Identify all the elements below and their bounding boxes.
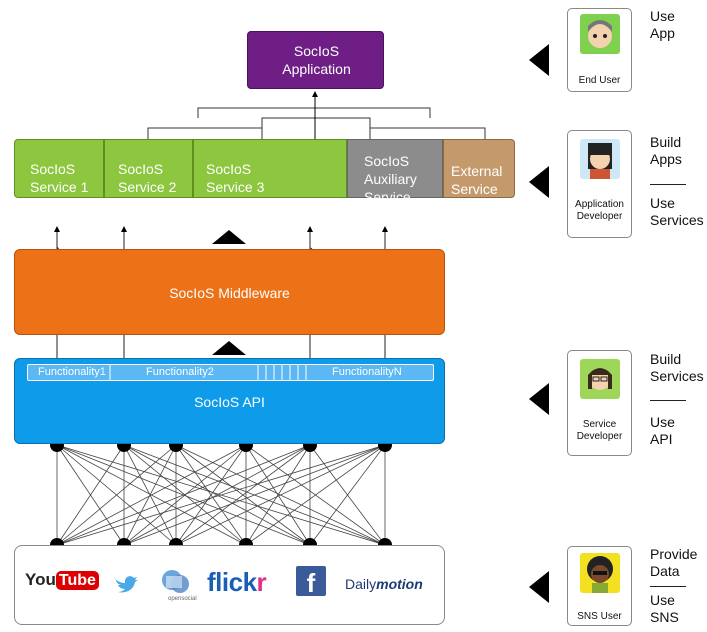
end-user-label: End User: [578, 75, 621, 86]
auxiliary-service-box: [347, 139, 443, 198]
api-label: SocIoS API: [194, 394, 265, 410]
service-2-box: [104, 139, 193, 198]
service-developer-card: Service Developer: [567, 350, 632, 456]
application-developer-label: Application Developer: [575, 199, 624, 222]
app-bracket: [147, 107, 486, 139]
service-developer-use: Use API: [650, 414, 675, 447]
functionality-n-label: FunctionalityN: [332, 366, 402, 378]
end-user-avatar: [580, 14, 620, 54]
arrow-app-developer: [529, 166, 549, 198]
flickr-logo: flickr: [207, 567, 267, 597]
sns-user-divider: [650, 586, 686, 587]
arrow-end-user: [529, 44, 549, 76]
app-developer-use: Use Services: [650, 195, 704, 228]
opensocial-logo: opensocial: [158, 568, 198, 605]
up-arrow-2: [212, 341, 246, 355]
facebook-logo: f: [296, 566, 326, 598]
middleware-label: SocIoS Middleware: [169, 285, 290, 301]
application-developer-avatar: [580, 139, 620, 179]
mesh-network: [56, 444, 386, 568]
dailymotion-logo: Dailymotion: [345, 576, 423, 592]
app-developer-divider: [650, 184, 686, 185]
end-user-actions: Use App: [650, 8, 675, 41]
service-3-label: SocIoS Service 3: [206, 161, 265, 195]
service-developer-label: Service Developer: [576, 419, 623, 442]
service-developer-build: Build Services: [650, 351, 704, 384]
service-2-label: SocIoS Service 2: [118, 161, 177, 195]
functionality-bar: [27, 364, 434, 381]
sns-user-use: Use SNS: [650, 592, 679, 625]
service-1-box: [14, 139, 104, 198]
external-service-box: [443, 139, 515, 198]
application-label: SocIoS Application: [282, 43, 351, 77]
app-developer-build: Build Apps: [650, 134, 682, 167]
end-user-card: End User: [567, 8, 632, 92]
arrow-service-developer: [529, 383, 549, 415]
arrow-sns-user: [529, 571, 549, 603]
service-developer-avatar: [580, 359, 620, 399]
twitter-bird-logo: [112, 572, 138, 599]
auxiliary-service-label: SocIoS Auxiliary Service: [364, 153, 417, 205]
sns-user-label: SNS User: [577, 611, 622, 622]
service-developer-divider: [650, 400, 686, 401]
up-arrow-1: [212, 230, 246, 244]
sns-user-provide: Provide Data: [650, 546, 698, 579]
functionality-2-label: Functionality2: [146, 366, 214, 378]
socios-middleware-box: [14, 249, 445, 335]
service-3-box: [193, 139, 347, 198]
external-service-label: External Service: [451, 163, 503, 197]
sns-user-avatar: [580, 553, 620, 593]
service-1-label: SocIoS Service 1: [30, 161, 89, 195]
sns-user-card: SNS User: [567, 546, 632, 626]
application-developer-card: Application Developer: [567, 130, 632, 238]
socios-application-box: SocIoS Application: [247, 31, 384, 89]
functionality-1-label: Functionality1: [38, 366, 106, 378]
